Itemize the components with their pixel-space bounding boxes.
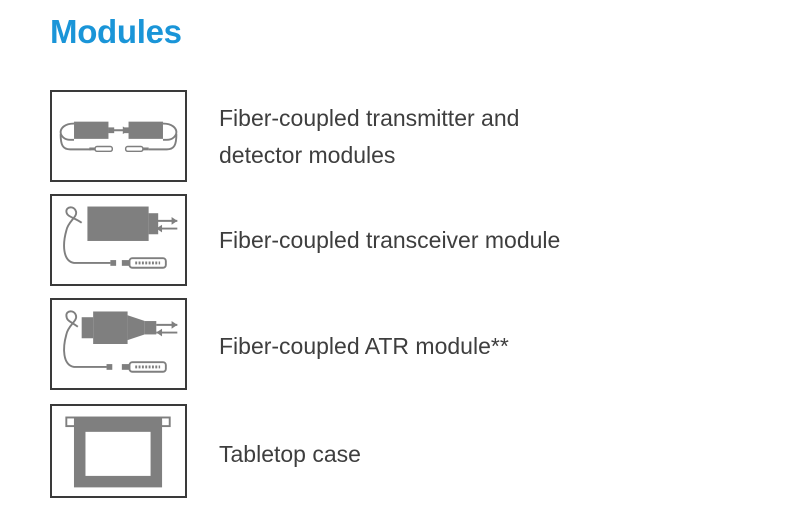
module-item-transceiver: Fiber-coupled transceiver module: [50, 194, 750, 286]
module-item-atr: Fiber-coupled ATR module**: [50, 298, 750, 390]
module-label: Fiber-coupled transceiver module: [219, 227, 561, 253]
module-label: Fiber-coupled transmitter and detector m…: [219, 105, 520, 168]
transceiver-icon: [50, 194, 187, 286]
module-item-tabletop-case: Tabletop case: [50, 404, 750, 498]
atr-module-icon: [50, 298, 187, 390]
tabletop-case-icon: [50, 404, 187, 498]
page-title: Modules: [50, 13, 182, 50]
module-label: Tabletop case: [219, 441, 361, 467]
transmitter-detector-icon: [50, 90, 187, 182]
module-item-transmitter-detector: Fiber-coupled transmitter and detector m…: [50, 90, 750, 182]
module-label: Fiber-coupled ATR module**: [219, 333, 509, 359]
